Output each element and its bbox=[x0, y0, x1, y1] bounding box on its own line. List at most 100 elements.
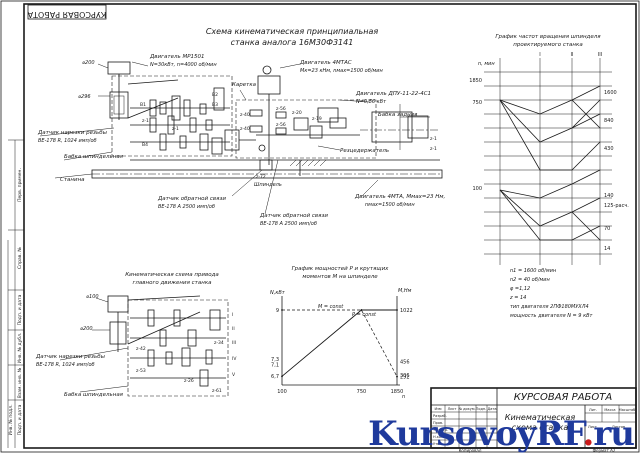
shaft-label-1: I bbox=[539, 52, 540, 58]
speed-param-3: φ =1,12 bbox=[510, 286, 530, 292]
top-stamp: КУРСОВАЯ РАБОТА bbox=[27, 4, 107, 20]
power-chart-title-1: График мощностей P и крутящих bbox=[292, 266, 390, 272]
motor-4mtas-sensor bbox=[262, 65, 272, 75]
power-left-tick-2: 7,1 bbox=[271, 363, 279, 369]
tb-row-4: Н.контр. bbox=[433, 435, 449, 439]
speed-left-tick-2: 750 bbox=[472, 100, 482, 106]
strip-label-7: Инв. № подл. bbox=[8, 404, 14, 435]
tailstock-motor bbox=[371, 111, 413, 143]
speed-param-2: n2 = 40 об/мин bbox=[510, 277, 551, 283]
label-motor-4mtas-1: Двигатель 4МТАС bbox=[299, 60, 352, 66]
second-label-d200: ⌀200 bbox=[80, 326, 93, 332]
turret bbox=[317, 107, 347, 129]
tb-row-5: Утв. bbox=[433, 442, 440, 446]
gear-label-z20: z-20 bbox=[292, 110, 302, 116]
title-block-doc-name-1: Кинематическая bbox=[505, 413, 576, 422]
second-shaft-5: V bbox=[232, 372, 236, 378]
power-chart-title-2: моментов M на шпинделе bbox=[302, 274, 378, 280]
speed-grid bbox=[484, 71, 612, 255]
label-motor-4mta-2: nмах=1500 об/мин bbox=[365, 202, 415, 208]
speed-left-tick-1: 1850 bbox=[469, 78, 482, 84]
second-label-sensor-2: ВЕ-178 R, 1024 имп/об bbox=[36, 362, 95, 368]
second-gear-z61: z-61 bbox=[212, 388, 222, 394]
power-left-tick-0: 9 bbox=[276, 308, 279, 314]
label-motor-4mta-1: Двигатель 4МТА, Mмах=23 Нм, bbox=[354, 194, 445, 200]
shaft-label-2: II bbox=[571, 52, 574, 58]
copied-label: Копировал bbox=[459, 448, 482, 453]
power-point-p-2 bbox=[396, 309, 398, 311]
gear-label-b4: B4 bbox=[142, 142, 148, 148]
speed-chart-title-1: График частот вращения шпинделя bbox=[495, 34, 601, 40]
speed-left-tick-3: 100 bbox=[472, 186, 482, 192]
label-feedback2-1: Датчик обратной связи bbox=[259, 213, 328, 219]
second-motor bbox=[107, 295, 129, 313]
power-point-m-2 bbox=[396, 375, 398, 378]
gear-label-z40a: z-40 bbox=[240, 112, 250, 118]
tb-sheet: Лист bbox=[588, 425, 597, 429]
label-tailstock: Бабка задняя bbox=[378, 112, 418, 118]
speed-param-5: тип двигателя 2ПФ180МУХЛ4 bbox=[510, 304, 589, 310]
gear-label-b1: B1 bbox=[140, 102, 146, 108]
title-block-project: КУРСОВАЯ РАБОТА bbox=[514, 392, 613, 403]
label-motor-main-1: Двигатель МР1501 bbox=[149, 54, 205, 60]
strip-label-2: Справ. № bbox=[17, 247, 23, 269]
second-gear-z42: z-42 bbox=[136, 346, 146, 352]
gear-label-z56a: z-56 bbox=[276, 106, 286, 112]
tb-sheets: Листов bbox=[612, 425, 625, 429]
label-sensor-thread-1: Датчик нарезки резьбы bbox=[37, 130, 108, 136]
power-left-tick-1: 7,3 bbox=[271, 357, 279, 363]
tb-lit: Лит. bbox=[589, 408, 597, 412]
second-gear-z26: z-26 bbox=[184, 378, 194, 384]
gear-label-z56b: z-56 bbox=[276, 122, 286, 128]
main-motor bbox=[107, 61, 131, 75]
power-x-tick-1: 750 bbox=[357, 389, 367, 395]
second-kinematic-diagram: Кинематическая схема привода главного дв… bbox=[35, 272, 237, 398]
second-title-2: главного движения станка bbox=[132, 280, 212, 286]
label-d200: ⌀200 bbox=[82, 60, 95, 66]
power-right-tick-1: 456 bbox=[400, 359, 410, 365]
gear-label-z1a: z-1 bbox=[142, 118, 149, 124]
second-shaft-2: II bbox=[232, 326, 235, 332]
label-feedback-2: ВЕ-178 А 2500 имп/об bbox=[158, 204, 215, 210]
label-feedback2-2: ВЕ-178 А 2500 имп/об bbox=[260, 221, 317, 227]
second-gear-z34: z-34 bbox=[214, 340, 224, 346]
shaft-label-3: III bbox=[598, 52, 602, 58]
speed-param-6: мощность двигателя N = 9 кВт bbox=[510, 313, 594, 319]
power-label-p-const: P = const bbox=[352, 312, 377, 318]
gear-label-z1b: z-1 bbox=[172, 126, 179, 132]
second-label-sensor-1: Датчик нарезки резьбы bbox=[35, 354, 106, 360]
speed-right-tick-4: 140 bbox=[604, 193, 614, 199]
power-right-tick-3: 292 bbox=[400, 374, 410, 380]
power-chart: График мощностей P и крутящих моментов M… bbox=[270, 266, 413, 400]
speed-right-tick-2: 840 bbox=[604, 118, 614, 124]
second-headstock-frame bbox=[127, 299, 229, 397]
speed-right-tick-3: 430 bbox=[604, 146, 614, 152]
watermark-text-2: ru bbox=[593, 414, 635, 454]
tb-row-1: Разраб. bbox=[433, 414, 447, 418]
label-bed: Станина bbox=[60, 177, 85, 183]
label-motor-4mtas-2: Mк=23 кНм, nмах=1500 об/мин bbox=[300, 68, 384, 74]
label-spindle-gear: Шпиндель bbox=[254, 182, 282, 188]
label-turret: Резцедержатель bbox=[340, 148, 389, 154]
tb-col-2: Лист bbox=[448, 407, 457, 411]
main-title-line1: Схема кинематическая принципиальная bbox=[206, 27, 379, 36]
format-label: Формат А2 bbox=[593, 448, 616, 453]
second-shaft-1: I bbox=[232, 312, 233, 318]
watermark-text-1: KursovoyRF bbox=[368, 414, 583, 454]
gear-label-z1d: z-1 bbox=[430, 146, 437, 152]
power-series bbox=[281, 309, 398, 378]
speed-param-4: z = 14 bbox=[509, 295, 526, 301]
tb-mass: Масса bbox=[604, 408, 615, 412]
title-block-doc-name-2: схема станка bbox=[512, 423, 569, 432]
second-label-d100: ⌀100 bbox=[86, 294, 99, 300]
side-strip: Перв. примен. Справ. № Подп. и дата Инв.… bbox=[7, 139, 24, 448]
power-point-m-1 bbox=[360, 309, 363, 311]
tailstock bbox=[407, 115, 429, 139]
gear-label-z19: z-19 bbox=[312, 116, 322, 122]
speed-right-tick-5: 125-расч. bbox=[604, 203, 629, 209]
tb-col-3: № докум. bbox=[458, 407, 475, 411]
power-right-tick-0: 1022 bbox=[400, 308, 413, 314]
tb-row-2: Пров. bbox=[433, 421, 443, 425]
